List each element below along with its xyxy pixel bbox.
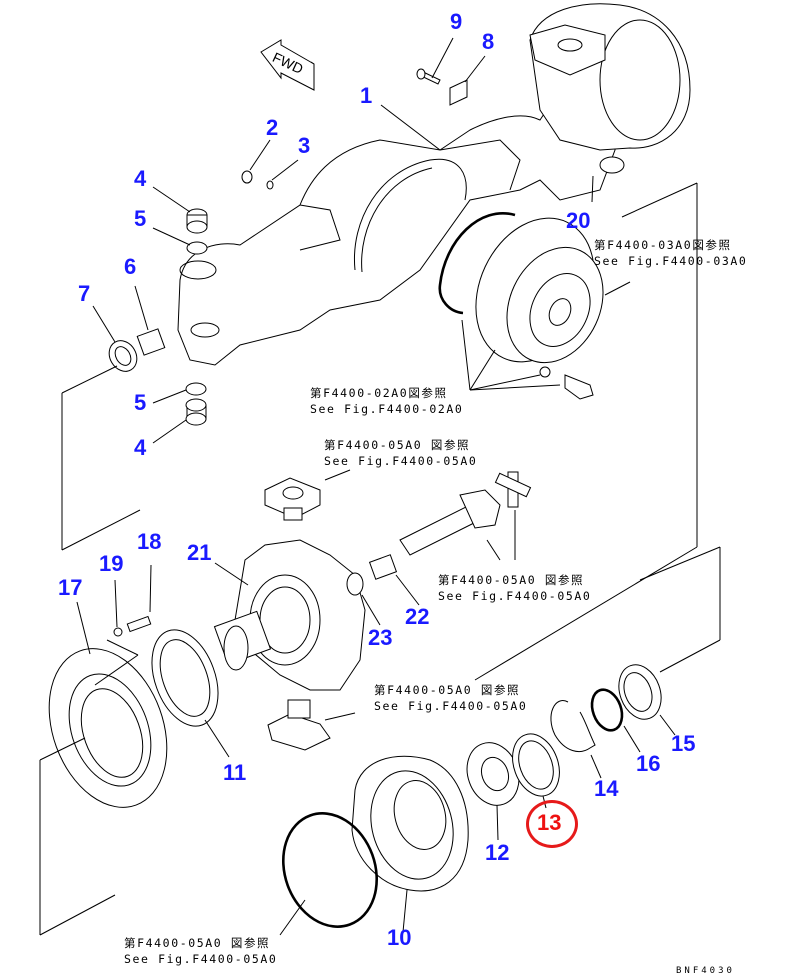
carrier-assembly xyxy=(279,546,721,936)
callout-2[interactable]: 2 xyxy=(266,115,279,140)
callout-4-lower[interactable]: 4 xyxy=(134,435,147,460)
fig-ref-en: See Fig.F4400-05A0 xyxy=(124,952,278,966)
callout-14[interactable]: 14 xyxy=(594,776,619,801)
fig-ref-05A0-oring[interactable]: 第F4400-05A0 図参照 See Fig.F4400-05A0 xyxy=(124,935,277,967)
fig-ref-jp: 第F4400-02A0図参照 xyxy=(310,386,448,400)
axle-housing xyxy=(177,79,621,366)
callout-21[interactable]: 21 xyxy=(187,540,212,565)
fig-ref-en: See Fig.F4400-02A0 xyxy=(310,402,464,416)
callout-5[interactable]: 5 xyxy=(134,206,147,231)
callout-8[interactable]: 8 xyxy=(482,29,495,54)
callout-19[interactable]: 19 xyxy=(99,551,124,576)
callout-10[interactable]: 10 xyxy=(387,925,412,950)
small-parts-top xyxy=(241,68,468,190)
fig-ref-03A0[interactable]: 第F4400-03A0図参照 See Fig.F4400-03A0 xyxy=(594,237,747,269)
callout-23[interactable]: 23 xyxy=(368,625,393,650)
callout-3[interactable]: 3 xyxy=(298,133,311,158)
callout-15[interactable]: 15 xyxy=(671,731,696,756)
callout-1[interactable]: 1 xyxy=(360,83,373,108)
fig-ref-en: See Fig.F4400-03A0 xyxy=(594,254,748,268)
callout-9[interactable]: 9 xyxy=(450,9,463,34)
final-drive-hub xyxy=(529,3,691,174)
disc-assembly xyxy=(39,564,230,936)
fig-ref-en: See Fig.F4400-05A0 xyxy=(374,699,528,713)
fig-ref-en: See Fig.F4400-05A0 xyxy=(324,454,478,468)
fig-ref-05A0-shaft[interactable]: 第F4400-05A0 図参照 See Fig.F4400-05A0 xyxy=(438,572,591,604)
fig-ref-05A0-flange[interactable]: 第F4400-05A0 図参照 See Fig.F4400-05A0 xyxy=(374,682,527,714)
fig-ref-jp: 第F4400-03A0図参照 xyxy=(594,238,732,252)
callout-12[interactable]: 12 xyxy=(485,840,510,865)
knuckle-assembly xyxy=(213,469,532,751)
callout-11[interactable]: 11 xyxy=(223,760,247,785)
leader-lines xyxy=(61,37,698,681)
highlight-circle xyxy=(526,800,578,848)
callout-17[interactable]: 17 xyxy=(58,575,83,600)
bushings-left xyxy=(108,208,208,426)
fwd-arrow-icon xyxy=(260,39,315,91)
brake-assembly xyxy=(438,212,604,400)
callout-16[interactable]: 16 xyxy=(636,751,661,776)
callout-13[interactable]: 13 xyxy=(537,810,562,835)
callout-22[interactable]: 22 xyxy=(405,604,430,629)
fig-ref-jp: 第F4400-05A0 図参照 xyxy=(438,573,585,587)
fig-ref-02A0[interactable]: 第F4400-02A0図参照 See Fig.F4400-02A0 xyxy=(310,385,463,417)
fig-ref-en: See Fig.F4400-05A0 xyxy=(438,589,592,603)
fig-ref-jp: 第F4400-05A0 図参照 xyxy=(124,936,271,950)
callout-4[interactable]: 4 xyxy=(134,166,147,191)
callout-6[interactable]: 6 xyxy=(124,254,137,279)
callout-7[interactable]: 7 xyxy=(78,281,91,306)
drawing-code: BNF4030 xyxy=(676,966,735,974)
fig-ref-jp: 第F4400-05A0 図参照 xyxy=(374,683,521,697)
callout-5-lower[interactable]: 5 xyxy=(134,390,147,415)
fig-ref-jp: 第F4400-05A0 図参照 xyxy=(324,438,471,452)
callout-18[interactable]: 18 xyxy=(137,529,162,554)
callout-20[interactable]: 20 xyxy=(566,208,591,233)
fig-ref-05A0-top[interactable]: 第F4400-05A0 図参照 See Fig.F4400-05A0 xyxy=(324,437,477,469)
